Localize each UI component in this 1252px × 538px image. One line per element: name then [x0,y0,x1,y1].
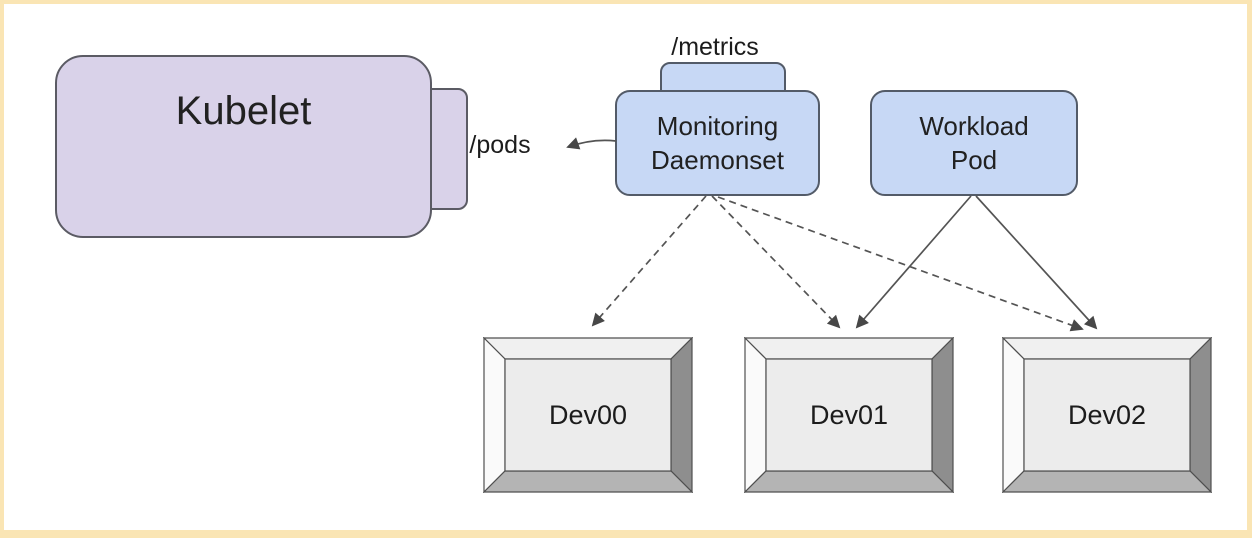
device-node-dev00: Dev00 [483,337,693,493]
pods-endpoint-label: /pods [469,131,531,159]
workload-pod-node: Workload Pod [870,90,1078,196]
kubelet-pods-port-tab [426,88,468,210]
bevel-box-graphic [1002,337,1212,493]
kubelet-node: Kubelet [55,55,432,238]
monitoring-daemonset-label: Monitoring Daemonset [651,110,784,175]
device-label-dev00: Dev00 [548,399,628,430]
workload-pod-label: Workload Pod [919,110,1029,175]
device-node-dev02: Dev02 [1002,337,1212,493]
metrics-endpoint-label: /metrics [671,33,759,61]
monitoring-daemonset-node: Monitoring Daemonset [615,90,820,196]
bevel-box-graphic [744,337,954,493]
device-label-dev02: Dev02 [1067,399,1147,430]
bevel-box-graphic [483,337,693,493]
device-node-dev01: Dev01 [744,337,954,493]
kubelet-label: Kubelet [175,89,312,133]
device-label-dev01: Dev01 [809,399,889,430]
